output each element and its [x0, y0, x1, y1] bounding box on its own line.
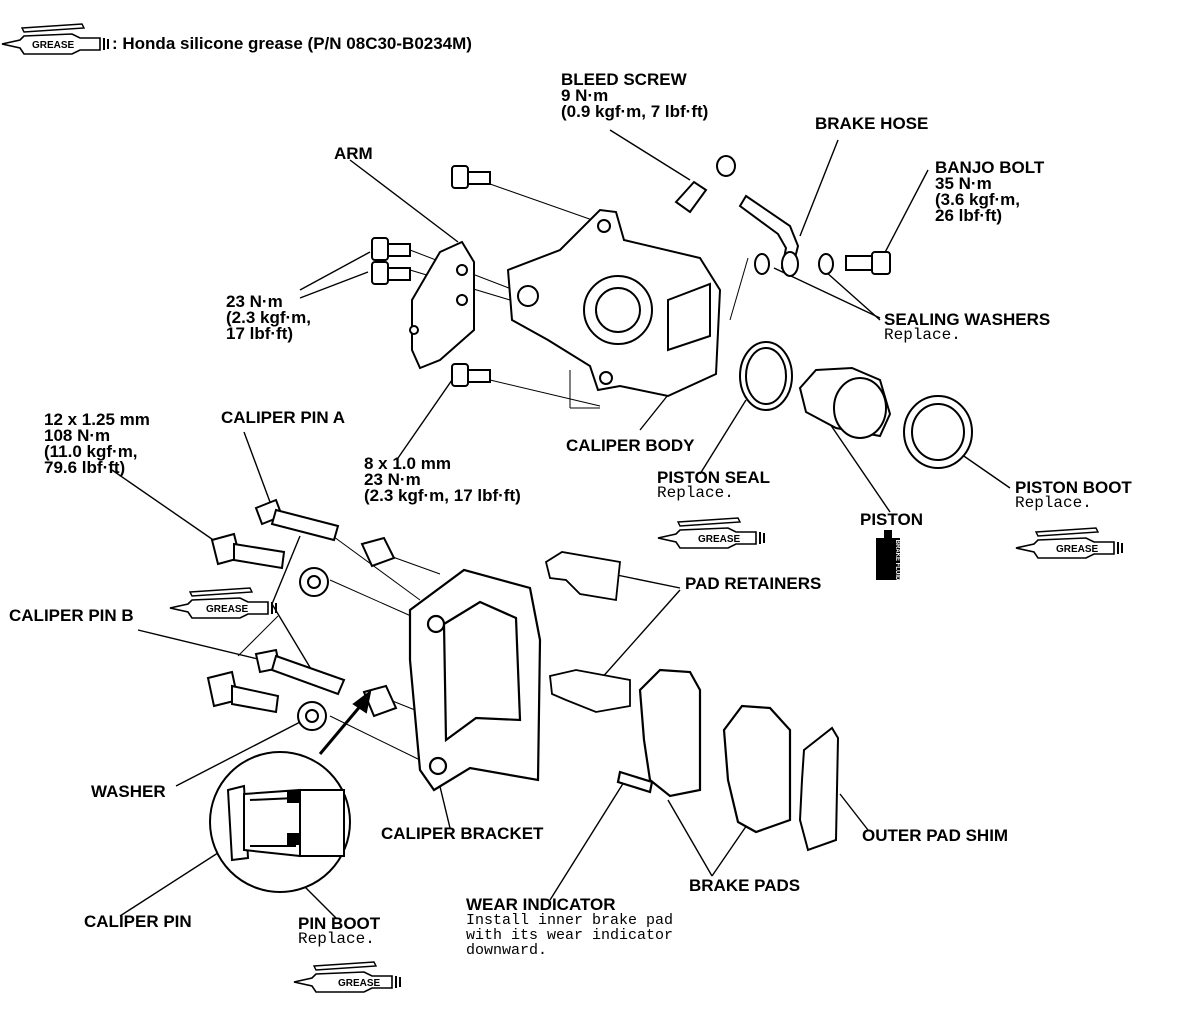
arm-bracket [409, 240, 475, 370]
piston-group [739, 341, 973, 469]
svg-text:GREASE: GREASE [338, 978, 381, 989]
label-wear-indicator: WEAR INDICATOR Install inner brake pad w… [466, 895, 674, 959]
label-caliper-body: CALIPER BODY [566, 436, 695, 455]
svg-text:GREASE: GREASE [206, 604, 249, 615]
label-pad-retainers: PAD RETAINERS [685, 574, 822, 593]
label-piston-boot: PISTON BOOT Replace. [1015, 478, 1132, 512]
label-caliper-bracket: CALIPER BRACKET [381, 824, 544, 843]
label-caliper-pin: CALIPER PIN [84, 912, 192, 931]
pin-boot-detail [209, 689, 372, 893]
svg-text:BRAKE FLUID: BRAKE FLUID [894, 540, 900, 581]
label-caliper-pin-a: CALIPER PIN A [221, 408, 346, 427]
grease-icon-caliper-pins: GREASE [169, 587, 277, 619]
caliper-body [506, 208, 722, 398]
grease-legend-text: : Honda silicone grease (P/N 08C30-B0234… [112, 34, 472, 53]
legend-grease-icon: GREASE [1, 23, 109, 55]
label-pin-boot: PIN BOOT Replace. [298, 914, 381, 948]
label-bolt-spec-12: 12 x 1.25 mm 108 N·m (11.0 kgf·m, 79.6 l… [44, 410, 150, 477]
label-piston-seal: PISTON SEAL Replace. [657, 468, 771, 502]
label-sealing-washers: SEALING WASHERS Replace. [884, 310, 1051, 344]
svg-text:GREASE: GREASE [698, 534, 741, 545]
label-outer-pad-shim: OUTER PAD SHIM [862, 826, 1009, 845]
label-caliper-pin-b: CALIPER PIN B [9, 606, 134, 625]
outer-pad-shim [798, 726, 840, 852]
caliper-pins-and-bolts [206, 498, 398, 731]
brake-fluid-bottle-icon: BRAKE FLUID [876, 530, 900, 581]
label-banjo-bolt: BANJO BOLT 35 N·m (3.6 kgf·m, 26 lbf·ft) [935, 158, 1045, 225]
caliper-bracket [408, 568, 542, 792]
grease-icon-pin-boot: GREASE [293, 961, 401, 993]
label-washer: WASHER [91, 782, 166, 801]
svg-text:GREASE: GREASE [32, 40, 75, 51]
grease-icon-piston-boot: GREASE [1015, 527, 1123, 559]
label-piston: PISTON [860, 510, 923, 529]
brake-pads [616, 668, 792, 834]
label-brake-pads: BRAKE PADS [689, 876, 801, 895]
arm-bolts [371, 165, 491, 387]
label-bolt-spec-8: 8 x 1.0 mm 23 N·m (2.3 kgf·m, 17 lbf·ft) [364, 454, 521, 505]
bleed-screw [674, 155, 736, 214]
label-arm: ARM [334, 144, 373, 163]
svg-text:GREASE: GREASE [1056, 544, 1099, 555]
grease-icon-piston-seal: GREASE [657, 517, 765, 549]
pad-retainers [544, 551, 631, 713]
label-bleed-screw: BLEED SCREW 9 N·m (0.9 kgf·m, 7 lbf·ft) [561, 70, 709, 121]
brake-hose [738, 194, 891, 277]
label-brake-hose: BRAKE HOSE [815, 114, 929, 133]
label-torque-23: 23 N·m (2.3 kgf·m, 17 lbf·ft) [226, 292, 312, 343]
